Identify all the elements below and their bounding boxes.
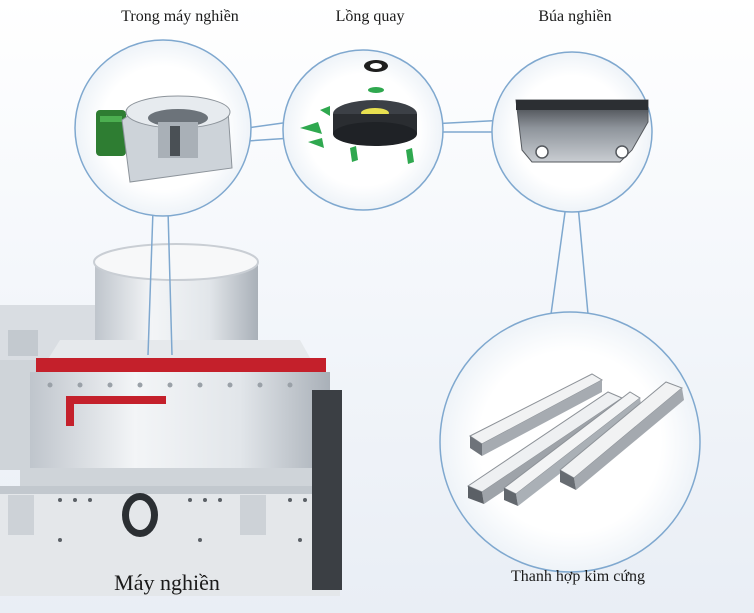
circle-rotor [282, 49, 444, 211]
label-crusher: Máy nghiền [114, 570, 220, 595]
circle-crusher-inside [74, 39, 252, 217]
crusher-machine [0, 243, 342, 596]
circle-hammer [491, 51, 653, 213]
connector-machine-to-inside [147, 209, 173, 356]
label-rotor: Lồng quay [335, 8, 405, 25]
label-crusher-inside: Trong máy nghiền [121, 8, 239, 25]
label-hammer: Búa nghiền [538, 8, 612, 25]
circle-carbide-bars [439, 311, 701, 573]
label-carbide-bars: Thanh hợp kim cứng [511, 568, 645, 585]
